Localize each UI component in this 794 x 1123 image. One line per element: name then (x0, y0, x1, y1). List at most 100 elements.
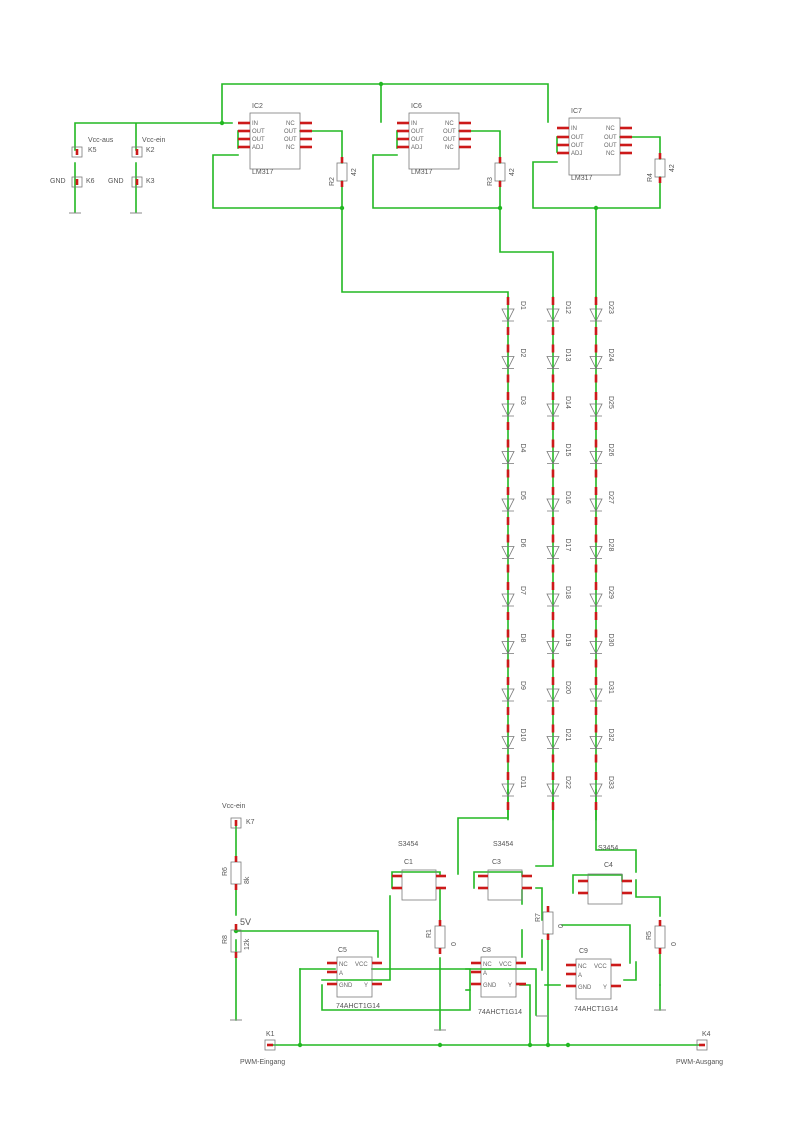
led-d12: D12 (546, 297, 571, 335)
ic2-pin-out2: OUT (252, 137, 265, 143)
resistor-r3: R3 42 (487, 157, 516, 187)
r8-ref: R8 (222, 935, 229, 944)
led-d23: D23 (589, 297, 614, 335)
c5-pin-a: A (339, 971, 343, 977)
ic6-pin-nc1: NC (445, 121, 454, 127)
k1-label: PWM-Eingang (240, 1059, 285, 1066)
ic7-pin-out3: OUT (604, 135, 617, 141)
r2-ref: R2 (329, 177, 336, 186)
ic7-pin-out1: OUT (571, 135, 584, 141)
k4-label: PWM-Ausgang (676, 1059, 723, 1066)
led-d18: D18 (546, 582, 571, 620)
led-d11: D11 (501, 772, 526, 810)
c8-ref: C8 (482, 947, 491, 954)
c1-ref: C1 (404, 859, 413, 866)
led-label: D11 (519, 776, 526, 788)
ic6-ref: IC6 (411, 103, 422, 110)
led-d26: D26 (589, 439, 614, 478)
r5-ref: R5 (646, 931, 653, 940)
c8-pin-nc: NC (483, 962, 492, 968)
led-d21: D21 (546, 724, 571, 763)
led-label: D2 (519, 349, 526, 358)
ic7-part: LM317 (571, 175, 593, 182)
led-label: D30 (607, 634, 614, 647)
led-label: D22 (564, 776, 571, 789)
ic6-pin-nc2: NC (445, 145, 454, 151)
ic7-pin-out4: OUT (604, 143, 617, 149)
ic6-part: LM317 (411, 169, 433, 176)
ic6-pin-out2: OUT (411, 137, 424, 143)
led-label: D8 (519, 634, 526, 643)
led-label: D16 (564, 491, 571, 504)
switch-c4: S3454 C4 (578, 845, 632, 905)
ic2-part: LM317 (252, 169, 274, 176)
led-d28: D28 (589, 534, 614, 573)
regulator-ic2: IC2 IN OUT OUT ADJ NC OUT OUT NC LM317 (238, 103, 312, 176)
c9-pin-gnd: GND (578, 985, 592, 991)
led-label: D7 (519, 586, 526, 595)
led-label: D4 (519, 444, 526, 453)
led-label: D18 (564, 586, 571, 599)
resistor-r5: R5 0 (646, 920, 678, 954)
c5-pin-y: Y (364, 983, 368, 989)
conn-label-k5: Vcc-aus (88, 137, 114, 144)
led-d10: D10 (501, 724, 526, 763)
led-label: D28 (607, 539, 614, 552)
led-label: D13 (564, 349, 571, 362)
led-label: D27 (607, 491, 614, 504)
ic7-pin-nc1: NC (606, 126, 615, 132)
r1-value: 0 (451, 942, 458, 946)
led-d32: D32 (589, 724, 614, 763)
led-label: D26 (607, 444, 614, 457)
led-label: D33 (607, 776, 614, 789)
led-d17: D17 (546, 534, 571, 573)
r6-ref: R6 (222, 867, 229, 876)
c4-ref: C4 (604, 862, 613, 869)
led-d15: D15 (546, 439, 571, 478)
k1-ref: K1 (266, 1031, 275, 1038)
led-label: D29 (607, 586, 614, 599)
c8-pin-a: A (483, 971, 487, 977)
r2-value: 42 (351, 168, 358, 176)
ic7-pin-adj: ADJ (571, 151, 582, 157)
led-d7: D7 (501, 582, 526, 620)
r1-ref: R1 (426, 929, 433, 938)
ic2-pin-out3: OUT (284, 129, 297, 135)
gate-c8: C8 NC A GND VCC Y 74AHCT1G14 (471, 947, 526, 1016)
led-label: D31 (607, 681, 614, 694)
led-label: D15 (564, 444, 571, 457)
top-connectors: Vcc-aus K5 Vcc-ein K2 GND K6 GND K3 (50, 137, 165, 188)
c8-pin-vcc: VCC (499, 962, 512, 968)
led-d8: D8 (501, 629, 526, 668)
r3-ref: R3 (487, 177, 494, 186)
resistor-r8: R8 12k (222, 924, 251, 958)
led-label: D17 (564, 539, 571, 552)
c9-pin-y: Y (603, 985, 607, 991)
ic7-ref: IC7 (571, 108, 582, 115)
led-d30: D30 (589, 629, 614, 668)
conn-ref-k3: K3 (146, 178, 155, 185)
led-d4: D4 (501, 439, 526, 478)
led-label: D3 (519, 396, 526, 405)
ic2-pin-nc2: NC (286, 145, 295, 151)
ic6-pin-in: IN (411, 121, 417, 127)
wire-net (74, 83, 703, 1046)
ic2-pin-in: IN (252, 121, 258, 127)
ic2-pin-out4: OUT (284, 137, 297, 143)
k7-ref: K7 (246, 819, 255, 826)
conn-label-k6: GND (50, 178, 66, 185)
k7-label: Vcc-ein (222, 803, 245, 810)
led-label: D12 (564, 301, 571, 314)
ic2-pin-adj: ADJ (252, 145, 263, 151)
led-label: D23 (607, 301, 614, 314)
r6-value: 8k (244, 876, 251, 884)
led-label: D20 (564, 681, 571, 694)
led-d9: D9 (501, 677, 526, 715)
conn-label-k3: GND (108, 178, 124, 185)
conn-ref-k2: K2 (146, 147, 155, 154)
led-label: D9 (519, 681, 526, 690)
led-d24: D24 (589, 344, 614, 383)
